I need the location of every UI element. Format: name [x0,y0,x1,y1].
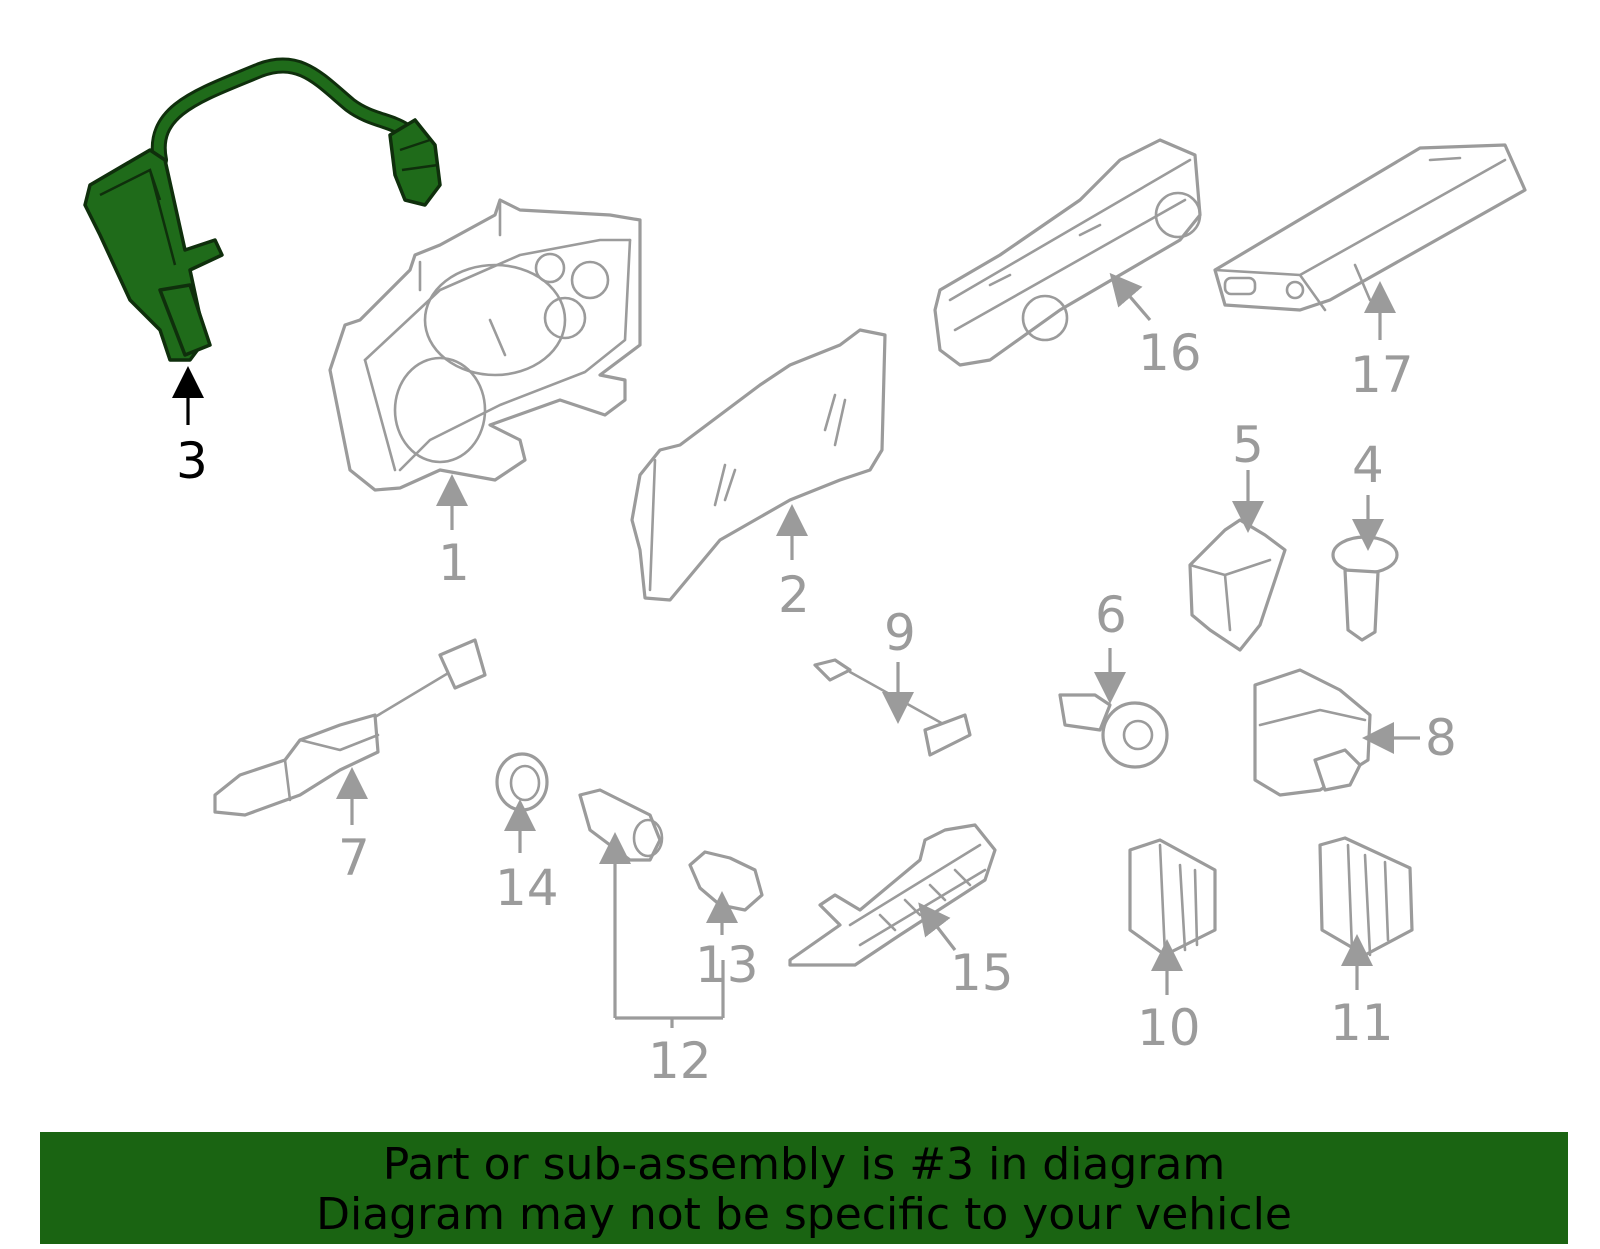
part-12-socket[interactable] [578,788,664,862]
part-13-bulb[interactable] [688,850,764,912]
callout-labels: 3 1 2 16 17 5 4 6 8 9 7 14 13 15 10 11 1… [176,324,1457,1090]
callout-7: 7 [338,829,370,887]
callout-1: 1 [438,534,470,592]
part-6-knob[interactable] [1058,693,1169,769]
part-9-cable[interactable] [813,658,972,757]
part-1-instrument-cluster[interactable] [328,198,642,492]
callout-11: 11 [1330,994,1394,1052]
part-10-relay[interactable] [1128,838,1217,957]
part-3-switch-assembly[interactable] [83,57,442,362]
callout-6: 6 [1095,586,1127,644]
part-11-relay[interactable] [1318,836,1414,957]
part-14-ring[interactable] [495,752,549,812]
callout-5: 5 [1232,416,1264,474]
callout-10: 10 [1137,999,1201,1057]
callout-14: 14 [495,859,559,917]
part-8-switch[interactable] [1253,668,1372,797]
callout-15: 15 [950,944,1014,1002]
callout-4: 4 [1352,436,1384,494]
callout-17: 17 [1350,346,1414,404]
callout-12: 12 [648,1032,712,1090]
callout-16: 16 [1138,324,1202,382]
part-4-clip[interactable] [1331,535,1399,642]
leader-lines [172,272,1420,1028]
parts-diagram: 3 1 2 16 17 5 4 6 8 9 7 14 13 15 10 11 1… [83,57,1527,1090]
banner-line-1: Part or sub-assembly is #3 in diagram [382,1139,1226,1190]
part-16-climate-control[interactable] [933,138,1202,367]
part-7-harness-sensor[interactable] [213,638,487,817]
banner-line-2: Diagram may not be specific to your vehi… [316,1189,1292,1240]
part-17-module[interactable] [1213,143,1527,312]
callout-8: 8 [1425,709,1457,767]
callout-3: 3 [176,432,208,490]
part-5-sensor[interactable] [1188,518,1287,652]
part-2-cluster-lens[interactable] [630,328,887,602]
callout-2: 2 [778,566,810,624]
info-banner: Part or sub-assembly is #3 in diagram Di… [40,1132,1568,1244]
callout-13: 13 [695,936,759,994]
callout-9: 9 [884,604,916,662]
